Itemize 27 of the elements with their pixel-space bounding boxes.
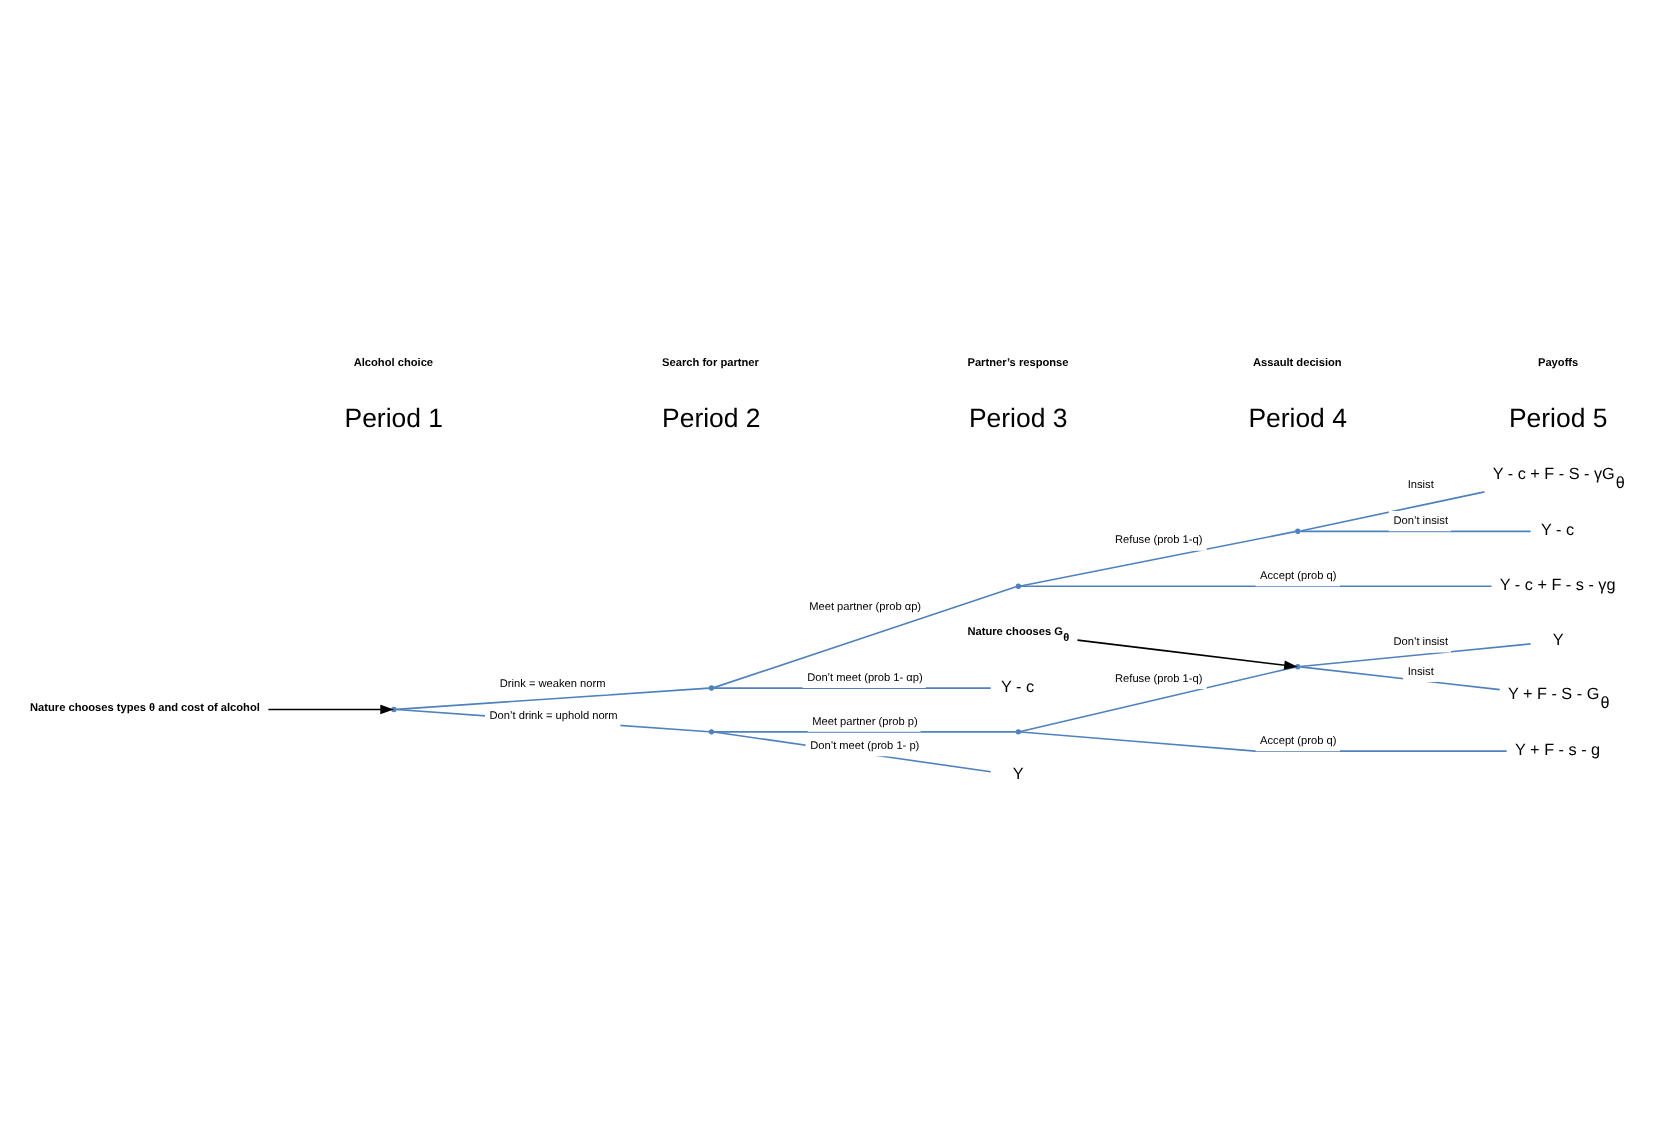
label: Period 5 (1508, 402, 1608, 433)
label: Period 1 (344, 402, 444, 433)
node-point (1015, 583, 1022, 589)
label: Period 2 (662, 402, 761, 433)
node-text: Y - c (1001, 677, 1035, 696)
connector (1019, 585, 1493, 588)
arrow (267, 704, 394, 715)
node-point (1295, 664, 1301, 670)
connector (1299, 666, 1501, 691)
node-text: Y + F - s - g (1515, 741, 1601, 760)
node-point (708, 729, 715, 735)
connector (713, 687, 992, 689)
node-point (708, 685, 715, 691)
node-point (1295, 528, 1301, 535)
node-text: Y (1552, 631, 1564, 650)
label: Period 4 (1248, 402, 1347, 433)
connector (713, 731, 1017, 733)
node-point (1015, 729, 1022, 735)
connector (395, 687, 710, 711)
node-point (391, 706, 397, 713)
node-text: Y - c + F - s - γg (1499, 576, 1616, 595)
node-text: Y - c (1541, 521, 1575, 540)
connector (1299, 530, 1532, 533)
label: Period 3 (968, 402, 1068, 433)
arrow (1076, 639, 1298, 670)
connector (1299, 643, 1532, 668)
node-text: Y (1012, 765, 1024, 784)
